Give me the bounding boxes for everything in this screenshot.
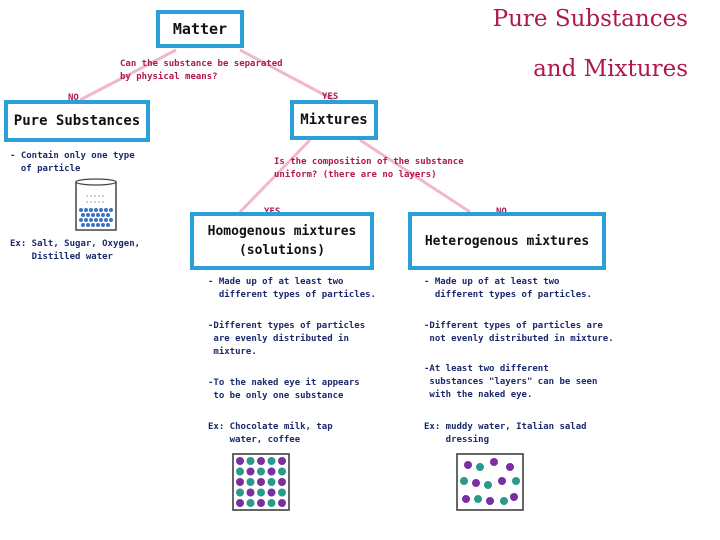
- pure-substances-box: Pure Substances: [4, 100, 150, 142]
- pure-substance-beaker-image: [75, 178, 117, 231]
- connector-matter-mixtures: [239, 48, 335, 102]
- matter-label: Matter: [172, 20, 228, 38]
- question-uniform: Is the composition of the substance unif…: [274, 156, 464, 182]
- particle: [246, 488, 255, 497]
- particle: [246, 478, 255, 486]
- page-title-line-2: and Mixtures: [533, 56, 688, 82]
- homogenous-note-3: -To the naked eye it appears to be only …: [208, 378, 360, 401]
- particle: [267, 457, 276, 465]
- particle: [246, 467, 255, 476]
- homogenous-particles-image: [232, 453, 290, 511]
- particle: [236, 488, 244, 497]
- particle: [236, 467, 244, 476]
- connector-mixtures-homogenous: [238, 138, 312, 214]
- question-uniform-line-1: Is the composition of the substance: [274, 157, 464, 167]
- homogenous-mixtures-box: Homogenous mixtures (solutions): [190, 212, 374, 270]
- particle: [278, 488, 286, 497]
- no-label-1: NO: [68, 93, 79, 103]
- homogenous-note-2: -Different types of particles are evenly…: [208, 321, 366, 357]
- particle: [257, 467, 265, 476]
- particle: [267, 478, 276, 486]
- heterogenous-particles-image: [456, 453, 524, 511]
- particle: [257, 488, 265, 497]
- pure-substances-note: - Contain only one type of particle: [10, 151, 135, 174]
- page-title-line-1: Pure Substances: [492, 6, 688, 32]
- particle: [267, 488, 276, 497]
- particle: [257, 478, 265, 486]
- yes-label-1: YES: [322, 92, 339, 102]
- heterogenous-label: Heterogenous mixtures: [424, 233, 590, 249]
- question-uniform-line-2: uniform? (there are no layers): [274, 170, 437, 180]
- particle: [236, 457, 244, 465]
- connector-mixtures-heterogenous: [359, 138, 471, 214]
- particle: [236, 478, 244, 486]
- particle: [267, 467, 276, 476]
- particle: [257, 499, 265, 507]
- particle: [278, 499, 286, 507]
- particle: [267, 499, 276, 507]
- homogenous-label-line-2: (solutions): [238, 243, 326, 258]
- mixtures-label: Mixtures: [300, 112, 368, 128]
- connector-matter-pure: [79, 48, 177, 102]
- homogenous-label-line-1: Homogenous mixtures: [207, 224, 357, 239]
- pure-substances-label: Pure Substances: [13, 113, 141, 129]
- heterogenous-note-2: -Different types of particles are not ev…: [424, 321, 614, 344]
- homogenous-note-1: - Made up of at least two different type…: [208, 277, 376, 300]
- heterogenous-mixtures-box: Heterogenous mixtures: [408, 212, 606, 270]
- heterogenous-example: Ex: muddy water, Italian salad dressing: [424, 422, 587, 445]
- question-separable: Can the substance be separated by physic…: [120, 58, 283, 84]
- question-separable-line-1: Can the substance be separated: [120, 59, 283, 69]
- particle: [278, 478, 286, 486]
- pure-substances-example: Ex: Salt, Sugar, Oxygen, Distilled water: [10, 239, 141, 262]
- heterogenous-note-3: -At least two different substances "laye…: [424, 364, 598, 400]
- particle: [246, 499, 255, 507]
- matter-box: Matter: [156, 10, 244, 48]
- particle: [236, 499, 244, 507]
- question-separable-line-2: by physical means?: [120, 72, 218, 82]
- particle: [257, 457, 265, 465]
- homogenous-example: Ex: Chocolate milk, tap water, coffee: [208, 422, 333, 445]
- mixtures-box: Mixtures: [290, 100, 378, 140]
- particle: [246, 457, 255, 465]
- particle: [278, 467, 286, 476]
- heterogenous-note-1: - Made up of at least two different type…: [424, 277, 592, 300]
- particle: [278, 457, 286, 465]
